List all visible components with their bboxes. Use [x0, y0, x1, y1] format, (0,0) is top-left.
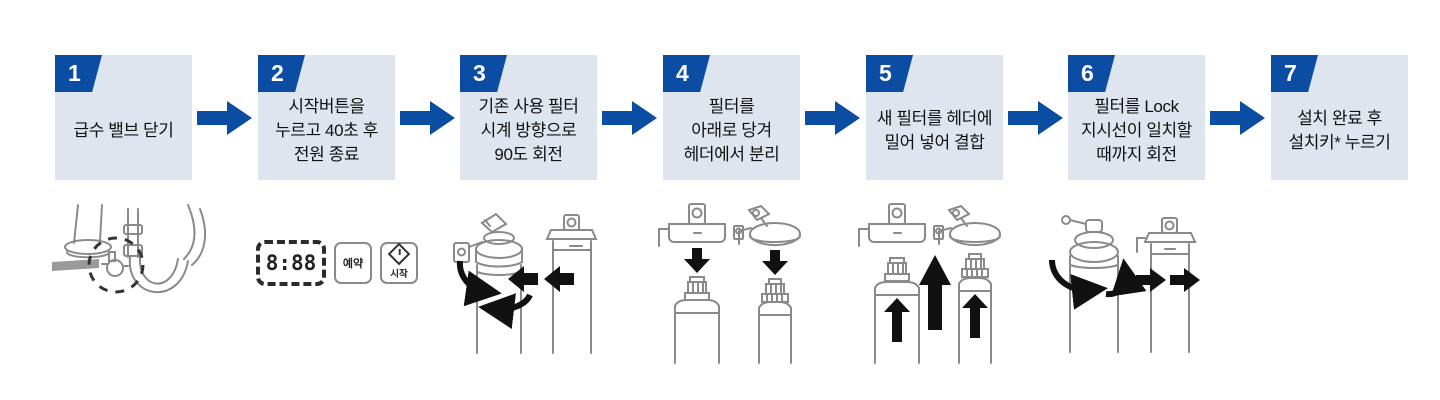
supply-pipe [52, 259, 99, 271]
rotation-arrow-icon [1048, 258, 1147, 310]
reserve-button: 예약 [334, 242, 372, 284]
step-number-badge: 1 [55, 55, 102, 92]
step-text: 급수 밸브 닫기 [73, 120, 174, 140]
step-number: 7 [1284, 60, 1297, 86]
flow-arrow-icon [197, 100, 253, 136]
filter-detach-illustration [655, 200, 820, 365]
flow-arrow-icon [400, 100, 456, 136]
highlight-dashed-circle [87, 236, 145, 294]
filter-attach-illustration [855, 200, 1020, 365]
timer-display: 8:88 [256, 240, 326, 286]
water-valve-illustration [52, 203, 212, 318]
step-number-badge: 2 [258, 55, 305, 92]
flow-arrow-icon [1008, 100, 1064, 136]
push-left-arrow-icon [508, 266, 574, 292]
step-box-7: 7 설치 완료 후 설치키* 누르기 [1271, 55, 1408, 180]
step-number: 1 [68, 60, 81, 86]
step-number: 4 [676, 60, 689, 86]
reserve-button-label: 예약 [342, 258, 364, 270]
step-text: 필터를 아래로 당겨 헤더에서 분리 [683, 96, 780, 164]
step-box-4: 4 필터를 아래로 당겨 헤더에서 분리 [663, 55, 800, 180]
flow-arrow-icon [602, 100, 658, 136]
rotation-arrow-icon [456, 260, 533, 329]
step-number: 5 [879, 60, 892, 86]
step-text: 시작버튼을 누르고 40초 후 전원 종료 [275, 96, 378, 164]
step-number: 2 [271, 60, 284, 86]
filter-rotate-illustration [452, 205, 612, 355]
step-number: 3 [473, 60, 486, 86]
step-box-5: 5 새 필터를 헤더에 밀어 넣어 결합 [866, 55, 1003, 180]
step-text: 필터를 Lock 지시선이 일치할 때까지 회전 [1080, 96, 1192, 164]
step-text: 기존 사용 필터 시계 방향으로 90도 회전 [478, 96, 579, 164]
step-text: 설치 완료 후 설치키* 누르기 [1288, 108, 1391, 152]
step-text: 새 필터를 헤더에 밀어 넣어 결합 [876, 108, 993, 152]
start-diamond-icon [387, 242, 411, 266]
step-box-1: 1 급수 밸브 닫기 [55, 55, 192, 180]
start-button-label: 시작 [390, 269, 408, 280]
step-box-6: 6 필터를 Lock 지시선이 일치할 때까지 회전 [1068, 55, 1205, 180]
step-number: 6 [1081, 60, 1094, 86]
pull-down-arrow-icon [684, 248, 788, 275]
step-box-3: 3 기존 사용 필터 시계 방향으로 90도 회전 [460, 55, 597, 180]
filter-lock-illustration [1048, 212, 1213, 357]
step-box-2: 2 시작버튼을 누르고 40초 후 전원 종료 [258, 55, 395, 180]
timer-digits: 8:88 [265, 251, 317, 275]
flow-arrow-icon [805, 100, 861, 136]
start-button: 시작 [380, 242, 418, 284]
control-panel-illustration: 8:88 예약 시작 [256, 240, 418, 286]
flow-arrow-icon [1210, 100, 1266, 136]
push-right-arrow-icon [1136, 268, 1200, 292]
push-up-arrow-icon [884, 255, 988, 342]
